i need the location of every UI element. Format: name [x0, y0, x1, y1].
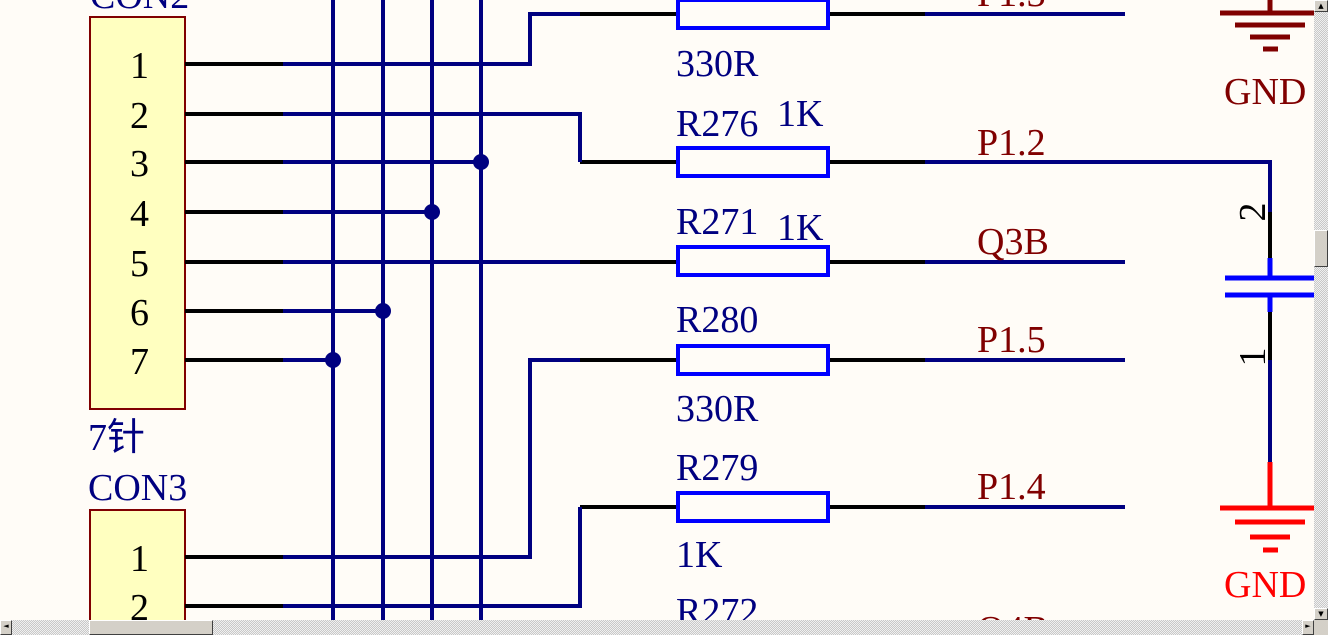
net-label: P1.5 — [977, 319, 1046, 361]
pin-stubs — [185, 12, 1272, 608]
resistor-labels: 330R R276 1K R271 1K R280 330R R279 1K R… — [676, 43, 824, 633]
resistor-ref: R271 — [676, 201, 758, 243]
pin-label: 1 — [130, 538, 149, 580]
scrollbar-corner — [1314, 620, 1328, 635]
capacitor — [1225, 258, 1320, 312]
resistor-ref: R279 — [676, 447, 758, 489]
resistor-value: 1K — [777, 207, 824, 249]
resistor-value: 1K — [676, 534, 723, 576]
net-label: Q4B — [977, 609, 1049, 620]
gnd-label-top: GND — [1224, 71, 1306, 113]
net-label: P1.3 — [977, 0, 1046, 15]
scroll-right-button[interactable]: ► — [1302, 620, 1314, 635]
pin-label: 5 — [130, 243, 149, 285]
resistor-value: 1K — [777, 93, 824, 135]
junctions — [325, 154, 489, 368]
resistor-value: 330R — [676, 43, 759, 85]
resistor-r276 — [676, 146, 830, 178]
con3-ref: CON3 — [88, 467, 187, 509]
resistor-ref: R276 — [676, 103, 758, 145]
net-labels: P1.3 P1.2 Q3B P1.5 P1.4 Q4B — [977, 0, 1049, 635]
gnd-label-bottom: GND — [1224, 564, 1306, 606]
scroll-down-button[interactable]: ▼ — [1314, 608, 1328, 620]
net-label: Q3B — [977, 221, 1049, 263]
cap-pin-label: 1 — [1232, 348, 1274, 367]
con2-body — [89, 16, 186, 410]
resistor-bodies — [676, 0, 830, 523]
pin-label: 2 — [130, 587, 149, 620]
scroll-left-button[interactable]: ◄ — [0, 620, 12, 635]
gnd-symbol-top — [1220, 0, 1320, 52]
pin-label: 1 — [130, 45, 149, 87]
pin-label: 7 — [130, 341, 149, 383]
resistor-r280 — [676, 344, 830, 376]
connector-con3[interactable]: CON3 1 2 — [88, 467, 187, 635]
pin-label: 6 — [130, 292, 149, 334]
connector-con2[interactable]: CON2 1 2 3 4 5 6 7 7针 — [88, 0, 189, 459]
con2-value: 7针 — [88, 417, 145, 459]
con3-body — [89, 509, 186, 635]
net-label: P1.4 — [977, 466, 1046, 508]
horizontal-scroll-thumb[interactable] — [89, 620, 213, 635]
resistor-top — [676, 0, 830, 30]
pin-label: 4 — [130, 193, 149, 235]
resistor-ref: R280 — [676, 299, 758, 341]
cap-pin-label: 2 — [1232, 203, 1274, 222]
con2-ref: CON2 — [90, 0, 189, 17]
pin-label: 3 — [130, 143, 149, 185]
vertical-scroll-thumb[interactable] — [1314, 230, 1328, 267]
pin-label: 2 — [130, 95, 149, 137]
net-label: P1.2 — [977, 122, 1046, 164]
scroll-up-button[interactable]: ▲ — [1314, 0, 1328, 12]
resistor-ref: R272 — [676, 591, 758, 620]
vertical-scrollbar[interactable]: ▲ ▼ — [1314, 0, 1328, 620]
wires — [283, 0, 1272, 620]
schematic-canvas: CON2 1 2 3 4 5 6 7 7针 CON3 1 2 — [88, 0, 1320, 635]
resistor-value: 330R — [676, 388, 759, 430]
resistor-r271 — [676, 245, 830, 277]
horizontal-scrollbar[interactable]: ◄ ► — [0, 620, 1314, 635]
resistor-r279 — [676, 491, 830, 523]
gnd-symbol-bottom — [1220, 462, 1320, 553]
